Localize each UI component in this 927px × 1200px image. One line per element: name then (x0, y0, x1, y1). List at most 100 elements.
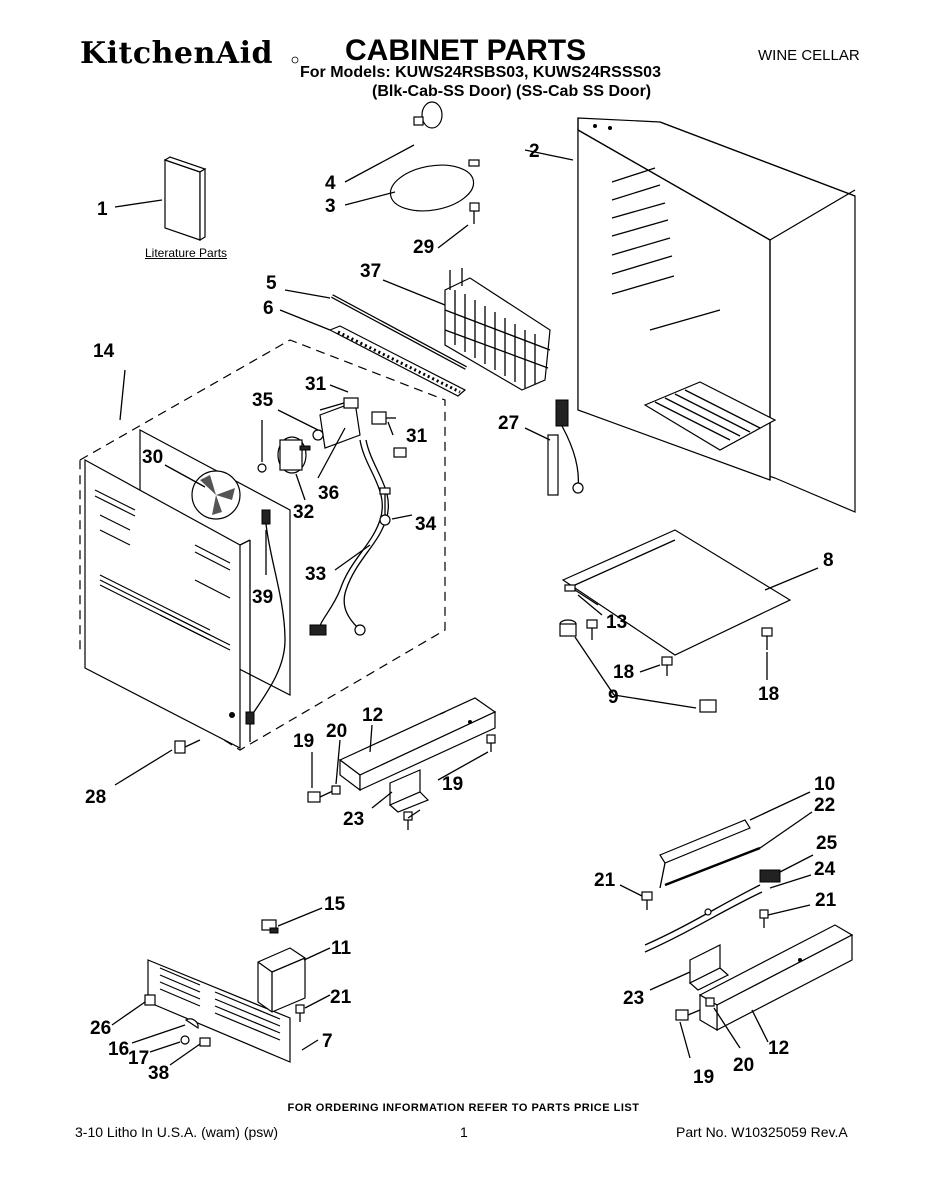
screw-29 (469, 202, 480, 224)
callout-32: 32 (293, 502, 314, 523)
cabinet-liner (577, 117, 856, 513)
literature-booklet (163, 156, 207, 242)
callout-21c: 21 (330, 987, 352, 1008)
clip-20-upper (331, 785, 341, 795)
screw-18c (761, 627, 773, 650)
screw-34 (379, 487, 391, 526)
screw-21-left (295, 1004, 305, 1022)
bracket-23-upper (388, 769, 430, 813)
print-info: 3-10 Litho In U.S.A. (wam) (psw) (75, 1124, 279, 1140)
callout-7: 7 (322, 1031, 333, 1052)
leader-lines (111, 144, 819, 1066)
callout-14: 14 (93, 341, 115, 362)
nut-38 (199, 1037, 211, 1047)
page-title: CABINET PARTS (345, 34, 587, 67)
screw-21-right (641, 891, 769, 928)
evaporator-cover-panel (84, 429, 291, 749)
callout-30: 30 (142, 447, 163, 468)
wire-harness-33 (309, 439, 407, 636)
callout-29: 29 (413, 237, 434, 258)
callout-10: 10 (814, 774, 835, 795)
leveling-leg-9b (699, 699, 717, 713)
shelf-panel (561, 529, 792, 656)
switch-15 (261, 919, 279, 934)
rail-12-upper (338, 697, 497, 792)
callout-19a: 19 (293, 731, 314, 752)
callout-2: 2 (529, 141, 540, 162)
screw-26 (144, 994, 156, 1006)
led-strip (664, 846, 761, 887)
screw-19-lower (675, 1009, 701, 1021)
strip-6 (328, 325, 467, 397)
callout-1: 1 (97, 199, 108, 220)
callout-20-upper: 20 (326, 721, 347, 742)
callout-22: 22 (814, 795, 835, 816)
callout-23-upper: 23 (343, 809, 364, 830)
callout-35: 35 (252, 390, 274, 411)
callout-labels: 1 2 3 4 29 5 37 6 14 31 35 31 30 36 32 2… (85, 141, 838, 1088)
screw-28 (174, 739, 201, 754)
brand-logo: KitchenAid (80, 36, 273, 71)
callout-23-lower: 23 (623, 988, 644, 1009)
callout-33: 33 (305, 564, 326, 585)
variants-line: (Blk-Cab-SS Door) (SS-Cab SS Door) (372, 83, 652, 100)
wire-harness-39 (245, 509, 286, 725)
fan-motor (277, 436, 311, 474)
ordering-note: FOR ORDERING INFORMATION REFER TO PARTS … (287, 1102, 640, 1114)
screw-18a (586, 619, 598, 640)
leveling-leg-9a (559, 619, 577, 637)
knob-16 (184, 1018, 199, 1030)
callout-18a: 18 (613, 662, 634, 683)
callout-24: 24 (814, 859, 836, 880)
light-cover (389, 159, 480, 212)
callout-39: 39 (252, 587, 273, 608)
callout-31b: 31 (406, 426, 428, 447)
callout-15: 15 (324, 894, 346, 915)
literature-parts-label: Literature Parts (145, 246, 228, 260)
callout-19b: 19 (442, 774, 463, 795)
callout-5: 5 (266, 273, 277, 294)
callout-26: 26 (90, 1018, 111, 1039)
callout-37: 37 (360, 261, 381, 282)
callout-17: 17 (128, 1048, 149, 1069)
nut (257, 463, 267, 473)
callout-34: 34 (415, 514, 437, 535)
models-line: For Models: KUWS24RSBS03, KUWS24RSSS03 (300, 64, 661, 81)
rod-5 (331, 294, 467, 370)
callout-28: 28 (85, 787, 106, 808)
clip-20-lower (705, 997, 715, 1007)
callout-11: 11 (331, 938, 352, 959)
bracket-36 (319, 401, 361, 449)
callout-3: 3 (325, 196, 336, 217)
category-label: WINE CELLAR (758, 47, 860, 64)
callout-31a: 31 (305, 374, 327, 395)
callout-21a: 21 (594, 870, 616, 891)
wire-harness-24 (644, 869, 781, 953)
callout-19c: 19 (693, 1067, 714, 1088)
screw-31a (319, 397, 359, 411)
grommet-35 (312, 429, 324, 441)
light-channel (659, 819, 751, 889)
part-number: Part No. W10325059 Rev.A (676, 1124, 848, 1140)
callout-27: 27 (498, 413, 519, 434)
light-bulb (413, 101, 443, 129)
washer-17 (180, 1035, 190, 1045)
callout-12-upper: 12 (362, 705, 383, 726)
fan-blade (191, 470, 241, 520)
bracket-23-lower (688, 944, 730, 991)
callout-16: 16 (108, 1039, 129, 1060)
toe-grille (147, 959, 291, 1063)
callout-38: 38 (148, 1063, 169, 1084)
callout-36: 36 (318, 483, 339, 504)
callout-9: 9 (608, 687, 619, 708)
callout-4: 4 (325, 173, 336, 194)
callout-25: 25 (816, 833, 838, 854)
callout-18b: 18 (758, 684, 779, 705)
callout-21b: 21 (815, 890, 837, 911)
control-box (257, 947, 306, 1013)
screw-31b (371, 411, 396, 425)
screw-18b (661, 656, 673, 676)
callout-13: 13 (606, 612, 627, 633)
evaporator-coil (444, 268, 551, 391)
